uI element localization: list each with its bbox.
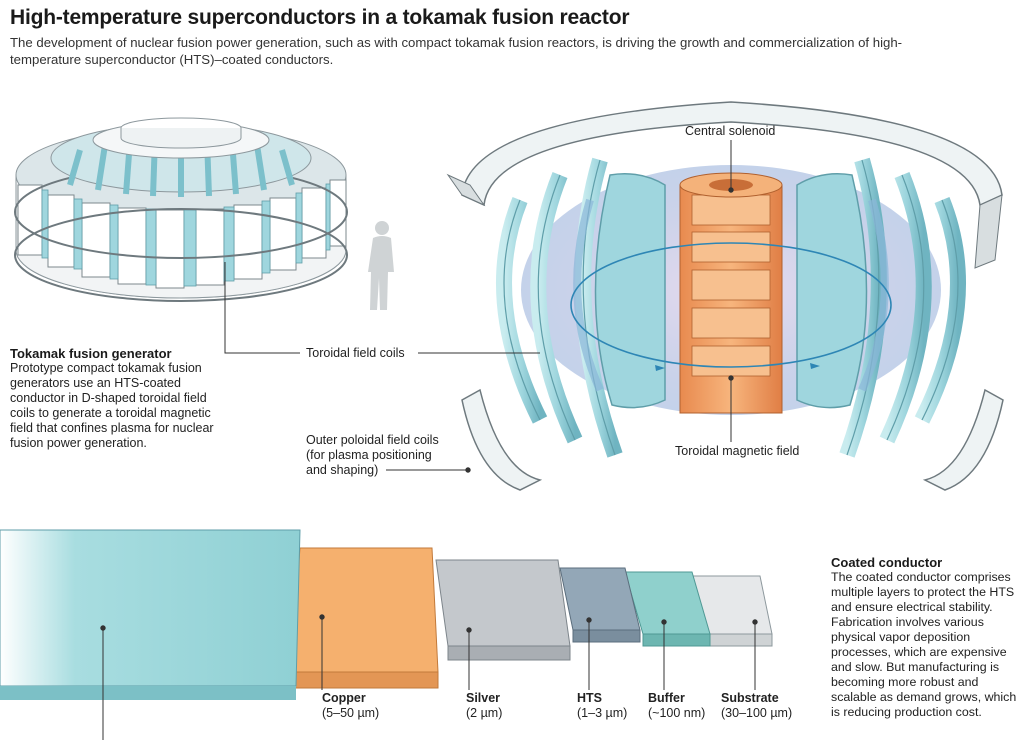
label-poloidal-line2: (for plasma positioning [306,448,432,462]
layer-label-silver: Silver (2 µm) [466,691,502,721]
page-subtitle: The development of nuclear fusion power … [10,35,903,67]
leader-lines [224,140,734,473]
layer-leader-lines [100,614,758,740]
layer-thickness: (1–3 µm) [577,706,628,720]
label-central-solenoid: Central solenoid [685,124,776,138]
tokamak-generator-caption: Tokamak fusion generator Prototype compa… [10,346,225,451]
tokamak-generator-illustration [14,117,348,302]
layer-label-substrate: Substrate (30–100 µm) [721,691,792,721]
layer-thickness: (5–50 µm) [322,706,380,720]
layer-hts-shape [559,567,641,643]
layer-name: Copper [322,691,366,705]
layer-thickness: (~100 nm) [648,706,706,720]
coated-conductor-description: The coated conductor comprises multiple … [831,570,1017,719]
label-toroidal-magnetic-field: Toroidal magnetic field [675,444,800,458]
layer-name: Substrate [721,691,779,705]
layer-copper-shape [289,547,439,689]
layer-thickness: (2 µm) [466,706,503,720]
label-poloidal-line3: and shaping) [306,463,379,477]
layer-name: Buffer [648,691,685,705]
layer-label-hts: HTS (1–3 µm) [577,691,627,721]
layer-name: Silver [466,691,501,705]
tokamak-generator-description: Prototype compact tokamak fusion generat… [10,361,214,450]
layer-name: HTS [577,691,602,705]
layer-buffer-shape [624,571,711,647]
label-poloidal-line1: Outer poloidal field coils [306,433,439,447]
human-scale-silhouette [368,221,394,310]
coated-conductor-caption: Coated conductor The coated conductor co… [831,555,1021,720]
page-title: High-temperature superconductors in a to… [10,6,630,29]
layer-label-buffer: Buffer (~100 nm) [648,691,705,721]
tokamak-reactor-illustration [446,101,1004,491]
tokamak-generator-title: Tokamak fusion generator [10,346,172,361]
coated-conductor-illustration [0,529,773,700]
label-toroidal-field-coils: Toroidal field coils [306,346,405,360]
layer-label-copper: Copper (5–50 µm) [322,691,379,721]
layer-outer-stabilizer-shape [0,529,301,700]
layer-thickness: (30–100 µm) [721,706,793,720]
layer-silver-shape [435,559,571,661]
coated-conductor-title: Coated conductor [831,555,943,570]
